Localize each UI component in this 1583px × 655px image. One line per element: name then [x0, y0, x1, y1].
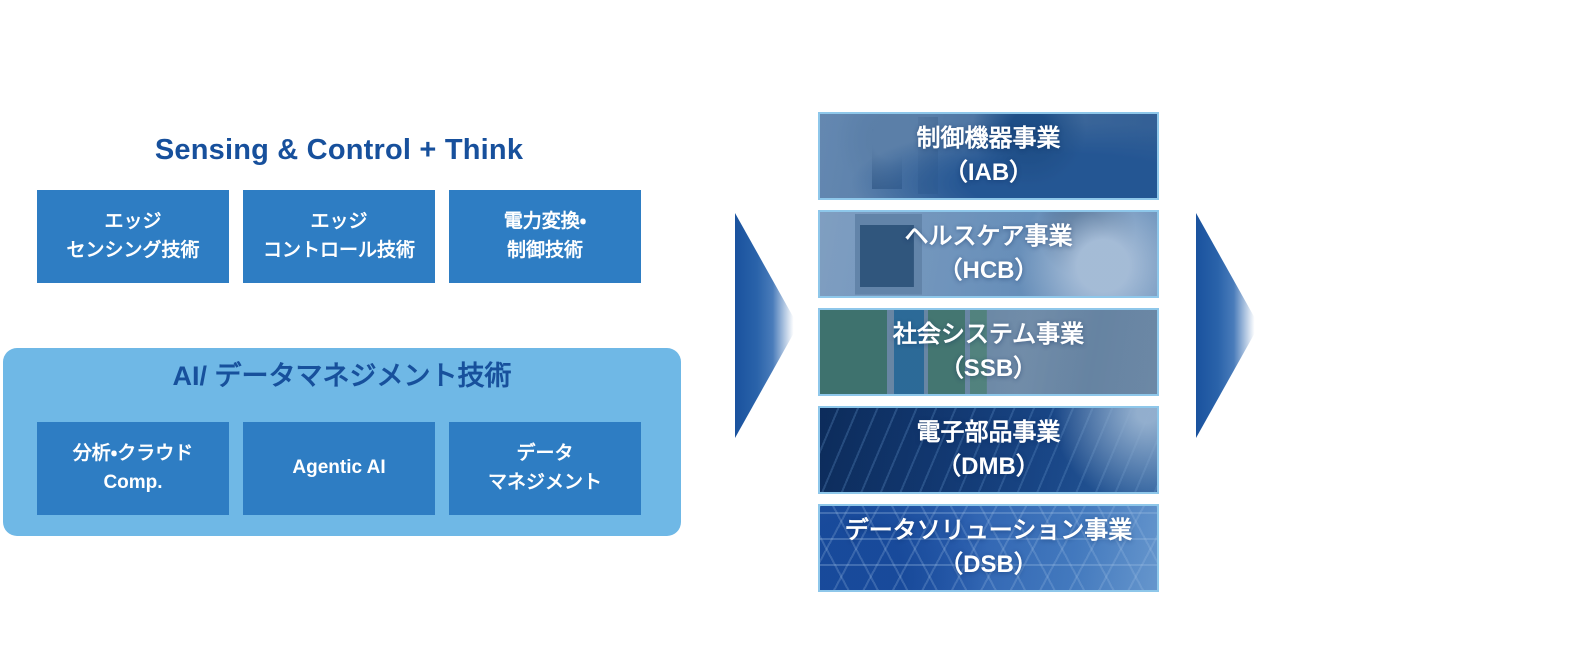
hexagon-circuit-photo — [820, 506, 1157, 590]
business-code: （SSB） — [939, 355, 1038, 382]
ai-data-management-panel: AI/ データマネジメント技術 分析・クラウド Comp. Agentic AI… — [3, 348, 681, 536]
business-code: （DSB） — [939, 551, 1038, 578]
business-label: データソリューション事業 （DSB） — [820, 506, 1157, 590]
tech-box-power-conversion: 電力変換・ 制御技術 — [449, 190, 641, 283]
business-box-ssb: 社会システム事業 （SSB） — [818, 308, 1159, 396]
business-box-hcb: ヘルスケア事業 （HCB） — [818, 210, 1159, 298]
business-label: ヘルスケア事業 （HCB） — [820, 212, 1157, 296]
right-arrow-icon — [1196, 213, 1259, 438]
business-label: 社会システム事業 （SSB） — [820, 310, 1157, 394]
tech-box-edge-sensing: エッジ センシング技術 — [37, 190, 229, 283]
tech-box-edge-control: エッジ コントロール技術 — [243, 190, 435, 283]
business-name: ヘルスケア事業 — [904, 222, 1073, 250]
business-name: 社会システム事業 — [892, 320, 1085, 348]
ai-box-analytics-cloud: 分析・クラウド Comp. — [37, 422, 229, 515]
ai-box-label-line: Agentic AI — [292, 457, 386, 479]
telemedicine-photo — [820, 212, 1157, 296]
tech-box-label-line: エッジ — [310, 211, 368, 232]
business-box-iab: 制御機器事業 （IAB） — [818, 112, 1159, 200]
tech-box-label-line: 制御技術 — [506, 239, 583, 261]
ai-box-label-line: Comp. — [103, 471, 163, 493]
left-section-title: Sensing & Control + Think — [154, 134, 524, 166]
business-box-dsb: データソリューション事業 （DSB） — [818, 504, 1159, 592]
ai-box-label-line: データ — [516, 443, 574, 464]
business-label: 電子部品事業 （DMB） — [820, 408, 1157, 492]
business-label: 制御機器事業 （IAB） — [820, 114, 1157, 198]
ai-box-data-management: データ マネジメント — [449, 422, 641, 515]
ai-box-label-line: マネジメント — [487, 471, 602, 493]
business-code: （IAB） — [943, 159, 1034, 186]
ai-box-label-line: 分析・クラウド — [72, 443, 194, 464]
business-code: （HCB） — [938, 257, 1039, 284]
business-code: （DMB） — [937, 453, 1040, 480]
right-arrow-icon — [735, 213, 798, 438]
tech-box-label-line: コントロール技術 — [262, 239, 415, 261]
business-name: 制御機器事業 — [916, 124, 1061, 152]
electronics-lightstream-photo — [820, 408, 1157, 492]
tech-box-label-line: センシング技術 — [66, 239, 200, 261]
tech-box-label-line: 電力変換・ — [503, 211, 587, 232]
ai-panel-title: AI/ データマネジメント技術 — [172, 361, 512, 391]
business-name: データソリューション事業 — [844, 516, 1133, 544]
tech-box-label-line: エッジ — [104, 211, 162, 232]
aerial-canal-solar-photo — [820, 310, 1157, 394]
business-box-dmb: 電子部品事業 （DMB） — [818, 406, 1159, 494]
factory-automation-photo — [820, 114, 1157, 198]
business-name: 電子部品事業 — [916, 418, 1061, 446]
ai-box-agentic-ai: Agentic AI — [243, 422, 435, 515]
